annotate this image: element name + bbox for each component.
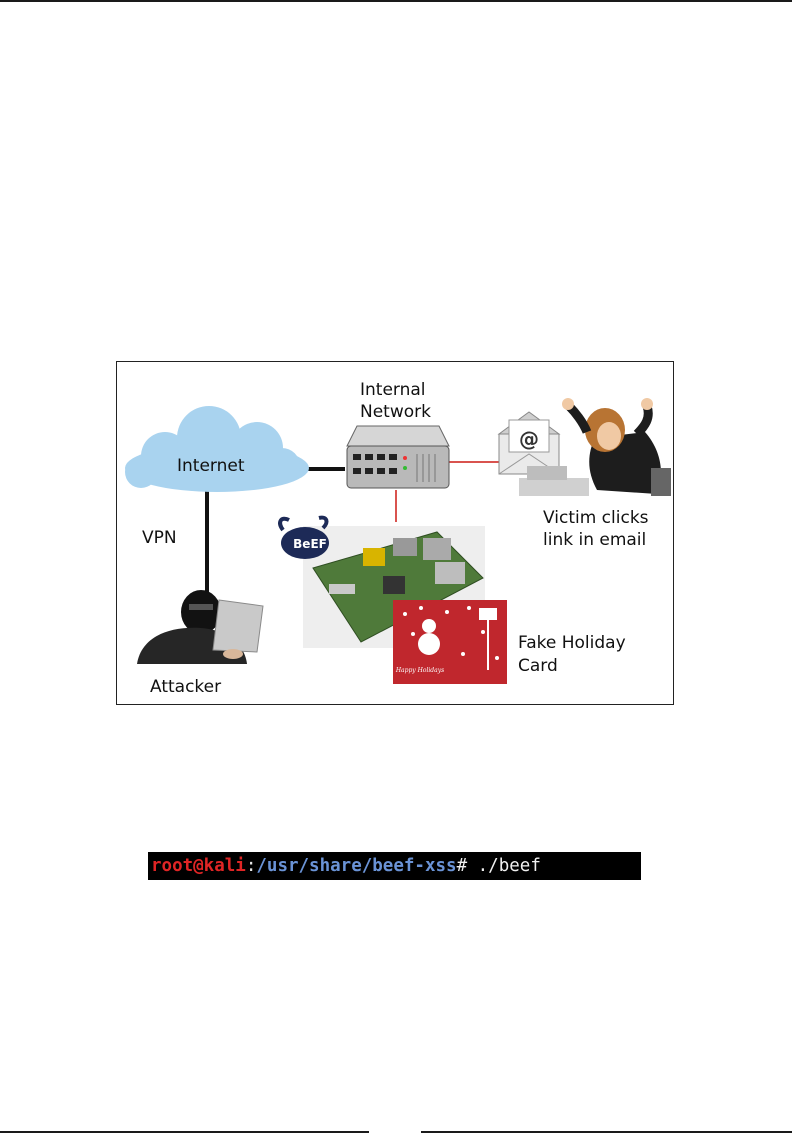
fake-card-label-line2: Card — [518, 656, 558, 677]
internal-network-label-line1: Internal — [360, 380, 426, 401]
beef-logo: BeEF — [280, 518, 329, 559]
internal-network-label-line2: Network — [360, 402, 431, 423]
internet-label: Internet — [177, 456, 245, 477]
beef-logo-text: BeEF — [293, 537, 327, 551]
terminal-prompt-user: root@kali — [151, 856, 246, 876]
attacker-image — [137, 590, 263, 664]
fake-card-label-line1: Fake Holiday — [518, 633, 626, 654]
holiday-card-image: Happy Holidays — [393, 600, 507, 684]
email-at-symbol: @ — [519, 427, 539, 451]
holiday-card-inscription: Happy Holidays — [395, 667, 444, 674]
email-icon: @ — [499, 412, 559, 474]
victim-label-line1: Victim clicks — [543, 508, 649, 529]
terminal-prompt-path: /usr/share/beef-xss — [256, 856, 456, 876]
footer-rule-right — [421, 1131, 792, 1133]
victim-label-line2: link in email — [543, 530, 646, 551]
network-diagram: @ — [116, 361, 674, 705]
top-rule — [0, 0, 792, 2]
terminal-command-line: root@kali:/usr/share/beef-xss# ./beef — [148, 852, 641, 880]
router-icon — [347, 426, 449, 488]
internet-cloud-icon — [125, 406, 309, 492]
vpn-label: VPN — [142, 528, 177, 549]
attacker-label: Attacker — [150, 677, 221, 698]
footer-rule-left — [0, 1131, 369, 1133]
terminal-command: # ./beef — [457, 856, 541, 876]
terminal-prompt-colon: : — [246, 856, 257, 876]
